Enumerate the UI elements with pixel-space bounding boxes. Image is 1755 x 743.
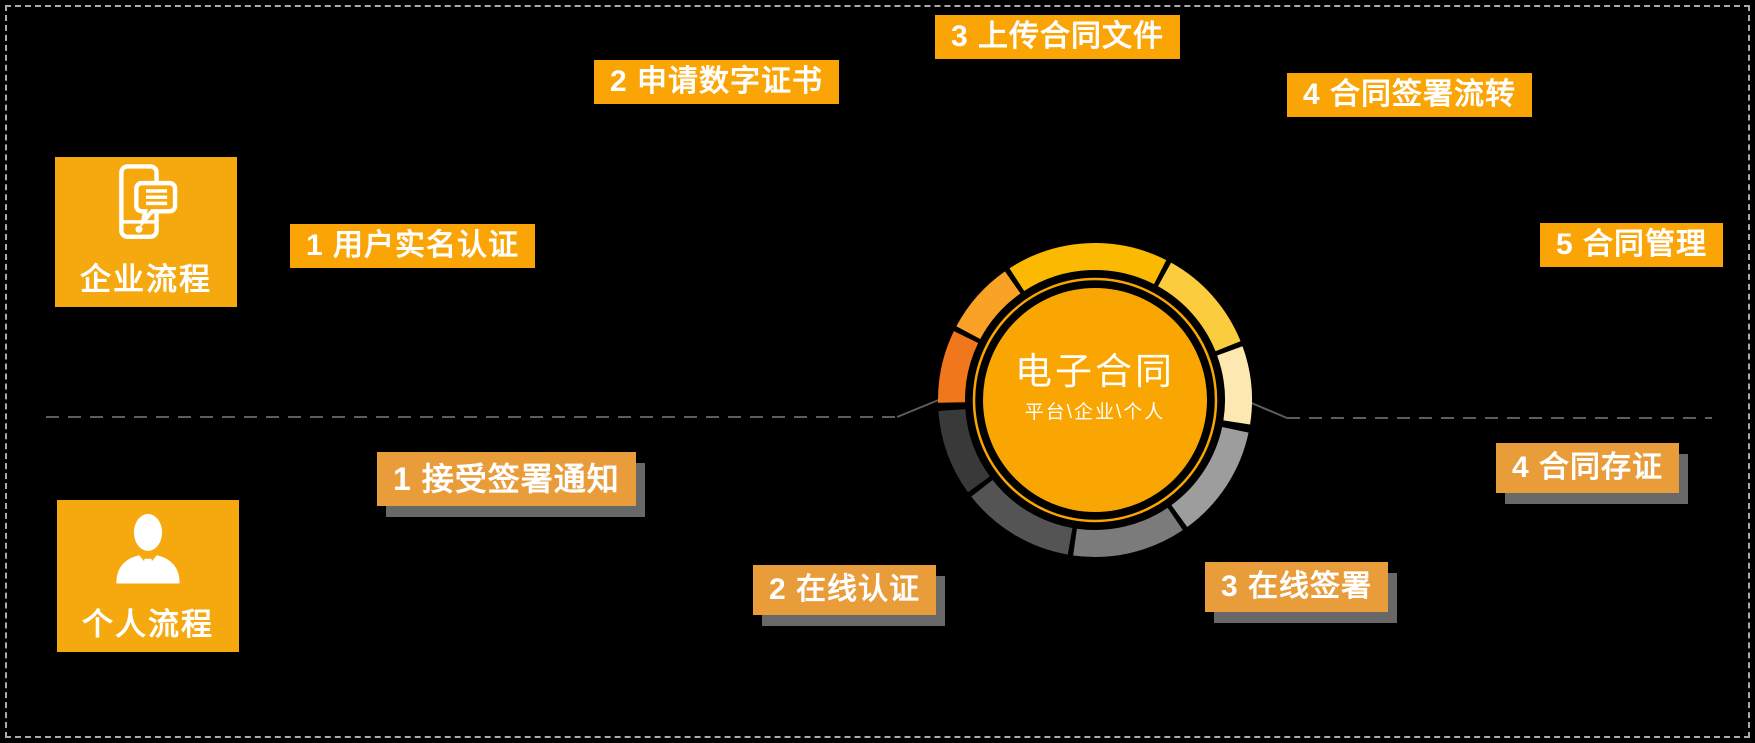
ring-segment [938, 408, 991, 493]
ring-segment [1073, 507, 1183, 557]
phone-chat-icon [55, 157, 237, 254]
ring-segment [1171, 426, 1249, 528]
enterprise-step-5: 5 合同管理 [1540, 223, 1724, 267]
emblem-segment-ring [938, 243, 1252, 557]
enterprise-step-4: 4 合同签署流转 [1287, 73, 1533, 117]
enterprise-role-label: 企业流程 [80, 262, 212, 297]
personal-step-2: 2 在线认证 [753, 565, 937, 615]
ring-segment [956, 271, 1021, 340]
emblem-text-block: 电子合同 平台\企业\个人 [945, 352, 1245, 426]
person-icon [57, 500, 239, 599]
enterprise-role-box: 企业流程 [55, 157, 237, 307]
personal-role-box: 个人流程 [57, 500, 239, 652]
emblem-disc [983, 288, 1207, 512]
personal-step-4: 4 合同存证 [1496, 443, 1680, 493]
enterprise-step-3: 3 上传合同文件 [935, 15, 1181, 59]
emblem-subtitle: 平台\企业\个人 [1024, 402, 1166, 423]
emblem-thin-ring [972, 277, 1218, 523]
personal-step-3: 3 在线签署 [1205, 562, 1389, 612]
ring-segment [971, 479, 1073, 555]
enterprise-step-2: 2 申请数字证书 [594, 60, 840, 104]
divider-connector-right [1248, 401, 1288, 419]
enterprise-step-1: 1 用户实名认证 [290, 224, 536, 268]
ring-segment [1009, 243, 1167, 292]
ring-segment [1217, 346, 1252, 425]
ring-segment [938, 331, 979, 403]
personal-step-1: 1 接受签署通知 [377, 452, 636, 506]
emblem-title: 电子合同 [1015, 351, 1175, 392]
personal-role-label: 个人流程 [82, 607, 214, 642]
divider-connector-left [896, 398, 942, 418]
ring-segment [1157, 262, 1241, 352]
